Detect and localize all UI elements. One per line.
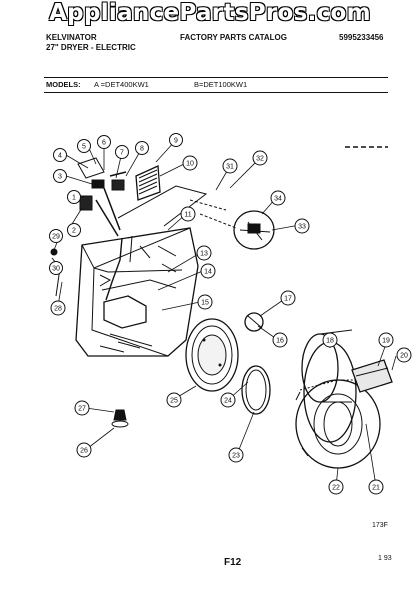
switch-block <box>91 179 105 189</box>
callout-13: 13 <box>196 245 212 261</box>
callout-9: 9 <box>169 133 183 147</box>
svg-text:15: 15 <box>201 300 209 307</box>
svg-text:7: 7 <box>120 150 124 157</box>
timer-block <box>111 179 125 191</box>
callout-15: 15 <box>197 294 213 310</box>
svg-text:13: 13 <box>200 251 208 258</box>
page-label: F12 <box>224 557 242 568</box>
svg-text:27: 27 <box>78 406 86 413</box>
svg-text:11: 11 <box>184 212 191 219</box>
callout-4: 4 <box>53 148 67 162</box>
idler-pulley <box>244 312 264 332</box>
header-rule-bottom <box>44 92 388 93</box>
drum-seal <box>241 365 271 415</box>
svg-text:8: 8 <box>140 146 144 153</box>
callout-23: 23 <box>228 447 244 463</box>
date-code: 1 93 <box>378 555 392 562</box>
callout-18: 18 <box>322 332 338 348</box>
svg-text:33: 33 <box>298 224 306 231</box>
cabinet-assembly <box>75 227 199 357</box>
callout-28: 28 <box>50 300 66 316</box>
svg-text:4: 4 <box>58 153 62 160</box>
blower-motor <box>247 223 261 234</box>
callout-5: 5 <box>77 139 91 153</box>
leg-foot <box>111 420 129 428</box>
svg-text:22: 22 <box>332 485 340 492</box>
svg-text:14: 14 <box>204 269 212 276</box>
svg-text:20: 20 <box>400 353 408 360</box>
svg-text:6: 6 <box>102 140 106 147</box>
svg-text:34: 34 <box>274 196 282 203</box>
control-bracket <box>77 157 105 179</box>
callout-10: 10 <box>182 155 198 171</box>
callout-19: 19 <box>378 332 394 348</box>
callout-8: 8 <box>135 141 149 155</box>
front-bulkhead <box>185 318 239 392</box>
svg-text:2: 2 <box>72 228 76 235</box>
svg-text:30: 30 <box>52 266 60 273</box>
callout-22: 22 <box>328 479 344 495</box>
callout-20: 20 <box>396 347 412 363</box>
svg-text:28: 28 <box>54 306 62 313</box>
catalog-title: FACTORY PARTS CATALOG <box>180 33 287 42</box>
svg-text:24: 24 <box>224 398 232 405</box>
svg-text:10: 10 <box>186 161 194 168</box>
callout-27: 27 <box>74 400 90 416</box>
callout-30: 30 <box>49 261 63 275</box>
callout-11: 11 <box>180 206 196 222</box>
models-label: MODELS: <box>46 80 81 89</box>
catalog-number: 5995233456 <box>339 33 384 42</box>
brand-name: KELVINATOR <box>46 33 97 42</box>
svg-text:3: 3 <box>58 174 62 181</box>
callout-31: 31 <box>222 158 238 174</box>
callout-2: 2 <box>67 223 81 237</box>
svg-text:31: 31 <box>226 164 234 171</box>
svg-text:32: 32 <box>256 156 264 163</box>
svg-text:5: 5 <box>82 144 86 151</box>
vent-grille <box>135 165 161 201</box>
callout-3: 3 <box>53 169 67 183</box>
svg-text:9: 9 <box>174 138 178 145</box>
header-rule-top <box>44 77 388 78</box>
leveling-leg <box>113 409 127 421</box>
callout-6: 6 <box>97 135 111 149</box>
model-b: B=DET100KW1 <box>194 80 248 89</box>
svg-text:23: 23 <box>232 453 240 460</box>
site-watermark: AppliancePartsPros.com <box>49 0 371 26</box>
callout-25: 25 <box>166 392 182 408</box>
callout-29: 29 <box>49 229 63 243</box>
callout-32: 32 <box>252 150 268 166</box>
callout-24: 24 <box>220 392 236 408</box>
svg-text:19: 19 <box>382 338 390 345</box>
svg-text:18: 18 <box>326 338 334 345</box>
callout-7: 7 <box>115 145 129 159</box>
callout-14: 14 <box>200 263 216 279</box>
svg-text:21: 21 <box>372 485 380 492</box>
svg-text:16: 16 <box>276 338 284 345</box>
callout-17: 17 <box>280 290 296 306</box>
product-description: 27" DRYER - ELECTRIC <box>46 43 136 52</box>
svg-text:17: 17 <box>284 296 292 303</box>
callout-26: 26 <box>76 442 92 458</box>
svg-text:26: 26 <box>80 448 88 455</box>
top-duct <box>117 185 208 227</box>
drum-rear-plate <box>303 341 357 443</box>
callout-33: 33 <box>294 218 310 234</box>
model-a: A =DET400KW1 <box>94 80 149 89</box>
svg-text:1: 1 <box>72 195 76 202</box>
drive-pulley <box>351 359 393 393</box>
callout-1: 1 <box>67 190 81 204</box>
drum-assembly <box>295 329 381 469</box>
svg-text:29: 29 <box>52 234 60 241</box>
callout-16: 16 <box>272 332 288 348</box>
callout-21: 21 <box>368 479 384 495</box>
drawing-code: 173F <box>372 522 388 529</box>
callout-34: 34 <box>270 190 286 206</box>
svg-text:25: 25 <box>170 398 178 405</box>
